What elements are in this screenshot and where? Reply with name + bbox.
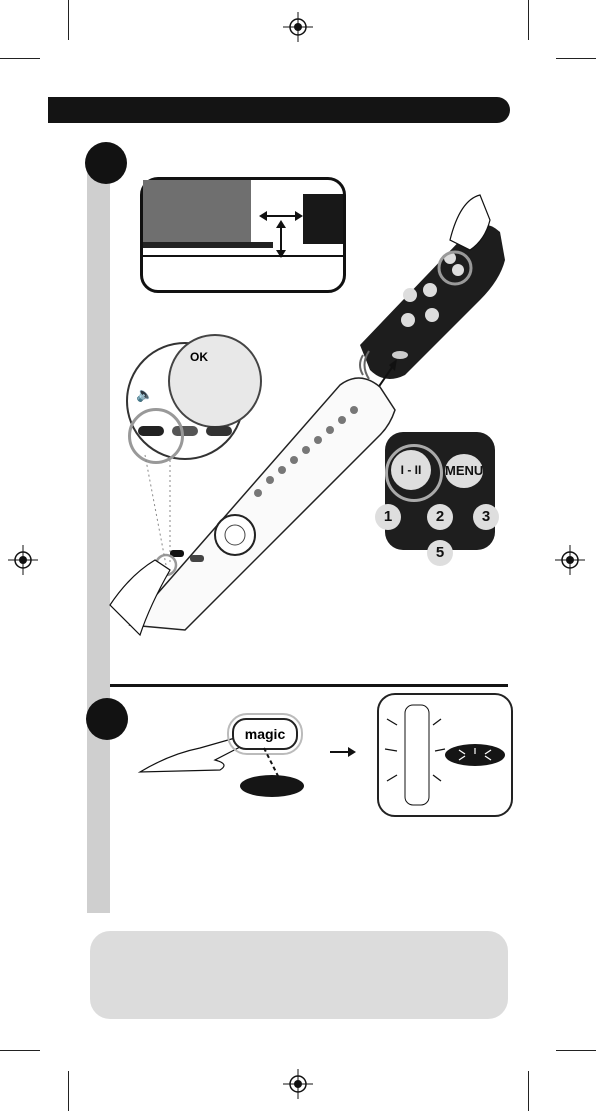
crop-mark (68, 0, 69, 40)
note-box (90, 931, 508, 1019)
highlight-ring (128, 408, 184, 464)
dashed-line (263, 747, 279, 777)
digit-key: 5 (427, 540, 453, 566)
flash-icon (458, 748, 492, 761)
crop-mark (68, 1071, 69, 1111)
baseline (143, 255, 343, 257)
indicator-led (240, 775, 304, 797)
nav-ring (168, 334, 262, 428)
steps-side-stripe (87, 155, 110, 913)
crop-mark (528, 0, 529, 40)
ok-label: OK (190, 350, 208, 364)
original-remote-illustration (360, 194, 505, 379)
section-header-bar (48, 97, 510, 123)
blinking-led (445, 744, 505, 766)
digit-key: 2 (427, 504, 453, 530)
menu-key-label: MENU (445, 454, 483, 488)
crop-mark (556, 1050, 596, 1051)
digit-key: 1 (375, 504, 401, 530)
crosshair-icon (8, 545, 38, 575)
keypad-detail: I - II MENU 1 2 3 5 (375, 432, 499, 566)
original-remote-tip (143, 180, 251, 245)
remote-tip-shadow (143, 242, 273, 248)
zoom-yellow-key (206, 426, 232, 436)
universal-remote-illustration (109, 377, 396, 637)
section-divider (110, 684, 508, 687)
crop-mark (528, 1071, 529, 1111)
crosshair-icon (283, 12, 313, 42)
crosshair-icon (283, 1069, 313, 1099)
crop-mark (0, 1050, 40, 1051)
double-arrow-icon (259, 211, 303, 258)
step-1-marker (85, 142, 127, 184)
zoom-detail-circle: OK 🔈 (126, 334, 262, 464)
zoom-green-key (172, 426, 198, 436)
crosshair-icon (555, 545, 585, 575)
alignment-detail-frame (140, 177, 346, 293)
arrow-right-icon (330, 747, 356, 757)
key-highlight-ring (385, 444, 443, 502)
crop-mark (556, 58, 596, 59)
universal-remote-tip (303, 194, 343, 244)
flash-icon (384, 704, 446, 806)
magic-button: magic (227, 713, 303, 755)
crop-mark (0, 58, 40, 59)
speaker-icon: 🔈 (136, 386, 154, 402)
digit-key: 3 (473, 504, 499, 530)
step-2-marker (86, 698, 128, 740)
